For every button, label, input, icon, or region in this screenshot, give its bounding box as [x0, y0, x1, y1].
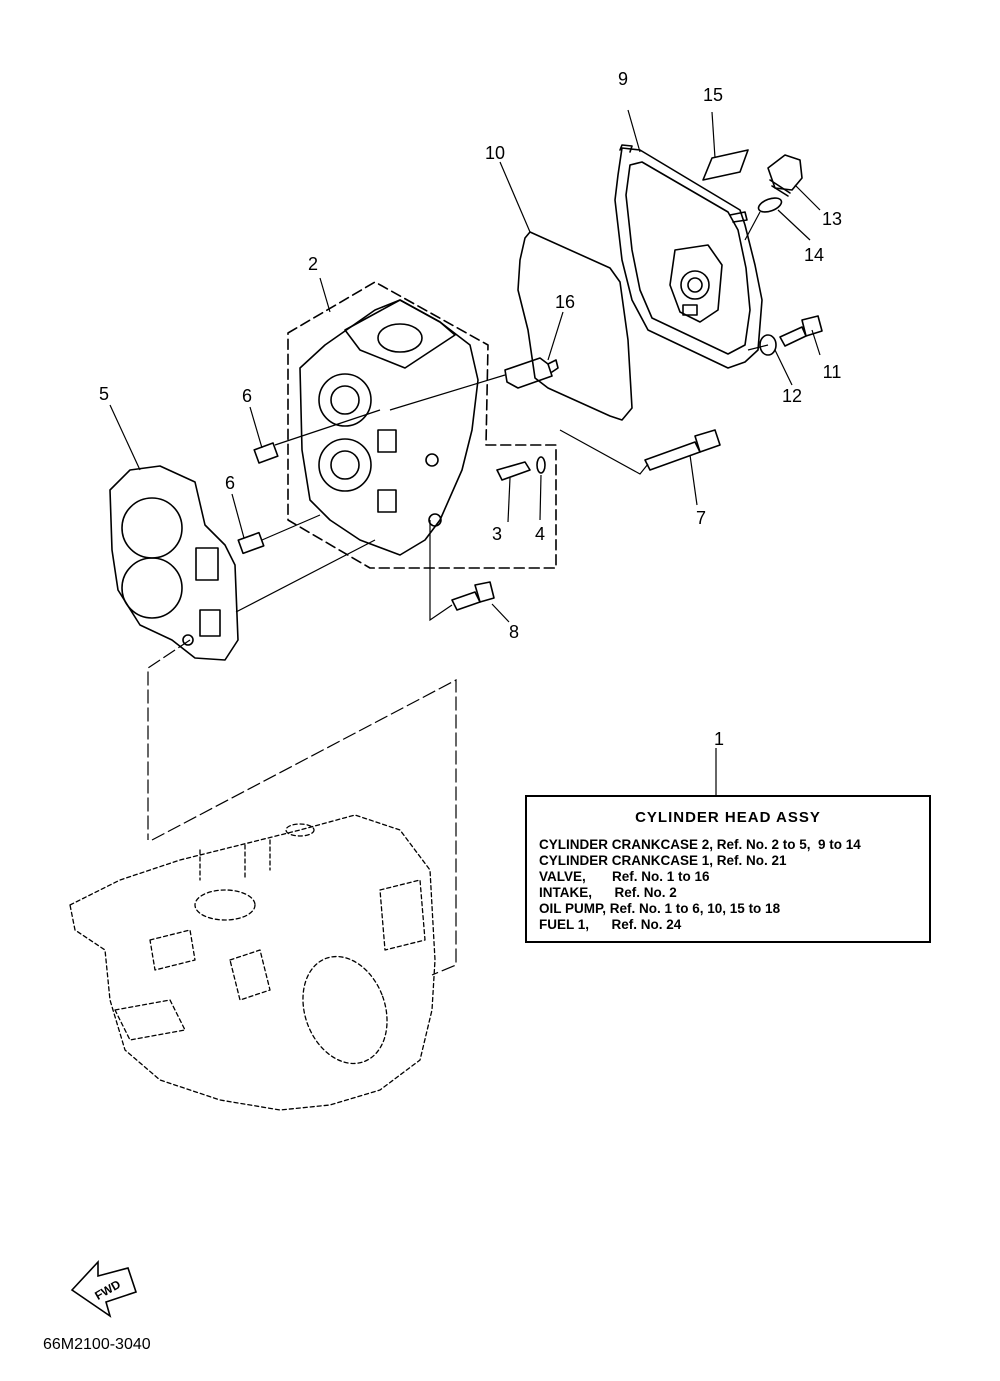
dowel-pin-part: [237, 531, 265, 555]
spark-plug-part: [504, 357, 559, 389]
callout-12: 12: [781, 386, 803, 406]
callout-6-lower: 6: [224, 473, 236, 493]
callout-16: 16: [554, 292, 576, 312]
reference-line: CYLINDER CRANKCASE 2, Ref. No. 2 to 5, 9…: [539, 837, 861, 852]
leader-lines: [109, 109, 821, 976]
callout-2: 2: [307, 254, 319, 274]
assembly-title: CYLINDER HEAD ASSY: [635, 809, 821, 826]
label-part: [702, 149, 749, 181]
reference-list: CYLINDER CRANKCASE 2, Ref. No. 2 to 5, 9…: [539, 837, 861, 933]
long-bolt-part: [644, 429, 721, 471]
callout-3: 3: [491, 524, 503, 544]
document-code: 66M2100-3040: [43, 1336, 151, 1353]
reference-line: OIL PUMP, Ref. No. 1 to 6, 10, 15 to 18: [539, 901, 781, 916]
callout-14: 14: [803, 245, 825, 265]
crankcase-block-part: [69, 814, 436, 1111]
cylinder-head-part: [299, 299, 479, 556]
fwd-arrow-icon: [70, 1259, 138, 1318]
callout-6-upper: 6: [241, 386, 253, 406]
oil-filler-cap-part: [767, 154, 803, 197]
cover-gasket-part: [517, 231, 633, 421]
callout-13: 13: [821, 209, 843, 229]
head-gasket-part: [109, 465, 239, 661]
o-ring-part: [757, 197, 783, 213]
callout-10: 10: [484, 143, 506, 163]
callout-7: 7: [695, 508, 707, 528]
callout-8: 8: [508, 622, 520, 642]
callout-11: 11: [822, 362, 842, 382]
reference-line: INTAKE, Ref. No. 2: [539, 885, 677, 900]
cylinder-head-cover-part: [614, 144, 763, 369]
washer-part: [759, 334, 777, 356]
callout-9: 9: [617, 69, 629, 89]
assembly-reference-box: CYLINDER HEAD ASSY CYLINDER CRANKCASE 2,…: [525, 795, 931, 943]
short-bolt-part: [451, 581, 495, 611]
callout-5: 5: [98, 384, 110, 404]
callout-4: 4: [534, 524, 546, 544]
valve-guide-part: [496, 461, 531, 481]
callout-15: 15: [702, 85, 724, 105]
cover-bolt-part: [779, 315, 823, 347]
clip-part: [536, 456, 546, 474]
callout-1: 1: [713, 729, 725, 749]
reference-line: VALVE, Ref. No. 1 to 16: [539, 869, 710, 884]
cylinder-head-assembly-outline: [287, 281, 557, 569]
reference-line: CYLINDER CRANKCASE 1, Ref. No. 21: [539, 853, 787, 868]
reference-line: FUEL 1, Ref. No. 24: [539, 917, 682, 932]
dowel-pin-part: [253, 442, 279, 464]
